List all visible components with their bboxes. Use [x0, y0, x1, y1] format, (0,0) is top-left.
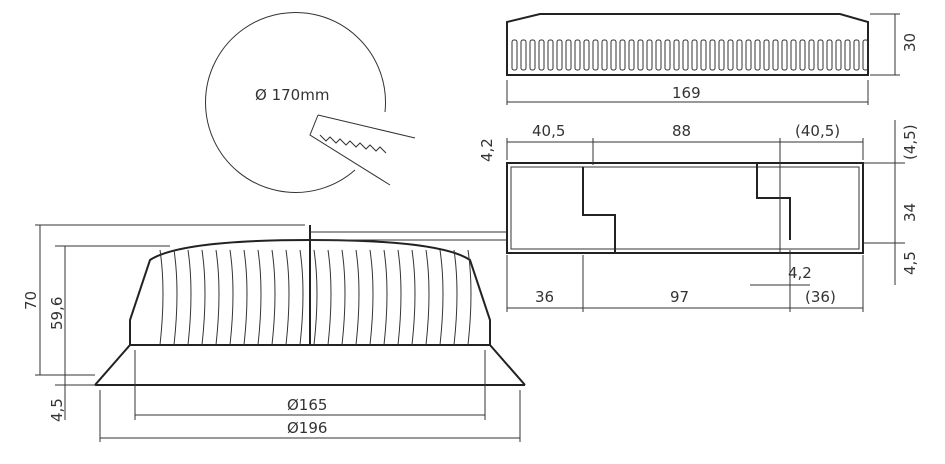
- heatsink-fin: [682, 39, 689, 71]
- heatsink-fin: [610, 39, 617, 71]
- heatsink-rib: [355, 249, 360, 346]
- heatsink-fin: [655, 39, 662, 71]
- heatsink-rib: [173, 249, 178, 346]
- heatsink-fin: [844, 39, 851, 71]
- heatsink-rib: [243, 249, 248, 346]
- cutout-diameter-label: Ø 170mm: [255, 86, 329, 104]
- heatsink-rib: [453, 249, 458, 346]
- heatsink-fin: [565, 39, 572, 71]
- heatsink-fin: [646, 39, 653, 71]
- heatsink-fin: [790, 39, 797, 71]
- heatsink-fin: [628, 39, 635, 71]
- dim-right-mid: 34: [901, 203, 919, 222]
- heatsink-fin: [583, 39, 590, 71]
- heatsink-fin: [547, 39, 554, 71]
- heatsink-fin: [772, 39, 779, 71]
- heatsink-fin: [862, 39, 869, 71]
- dim-height-flange: 4,5: [48, 398, 66, 422]
- dim-diameter-outer: Ø196: [287, 419, 327, 437]
- heatsink-fin: [637, 39, 644, 71]
- dim-top-right: (40,5): [795, 122, 840, 140]
- heatsink-fin: [601, 39, 608, 71]
- heatsink-fin: [574, 39, 581, 71]
- dim-hole: 4,2: [788, 264, 812, 282]
- heatsink-fin: [835, 39, 842, 71]
- heatsink-fin: [619, 39, 626, 71]
- heatsink-rib: [257, 249, 262, 346]
- cutout-circle-detail: Ø 170mm: [205, 12, 416, 193]
- heatsink-rib: [271, 249, 276, 346]
- heatsink-rib: [159, 249, 164, 346]
- heatsink-rib: [215, 249, 220, 346]
- driver-top-view: 40,5 88 (40,5) (4,5) 4,2 34 4,5 36 97 (3…: [478, 120, 919, 312]
- dim-bottom-right: (36): [805, 288, 836, 306]
- dim-bottom-mid: 97: [670, 288, 689, 306]
- dim-bottom-left: 36: [535, 288, 554, 306]
- dim-right-top: (4,5): [901, 124, 919, 160]
- heatsink-fin: [592, 39, 599, 71]
- heatsink-fin: [853, 39, 860, 71]
- dim-top-mid: 88: [672, 122, 691, 140]
- heatsink-fin: [700, 39, 707, 71]
- dim-height-total: 70: [22, 291, 40, 310]
- dim-diameter-cutout: Ø165: [287, 396, 327, 414]
- heatsink-rib: [299, 249, 304, 346]
- heatsink-rib: [229, 249, 234, 346]
- heatsink-fin: [817, 39, 824, 71]
- driver-width-label: 169: [672, 84, 701, 102]
- heatsink-rib: [411, 249, 416, 346]
- heatsink-fin: [736, 39, 743, 71]
- heatsink-fin: [538, 39, 545, 71]
- heatsink-fin: [529, 39, 536, 71]
- heatsink-fin: [556, 39, 563, 71]
- heatsink-rib: [397, 249, 402, 346]
- heatsink-fin: [763, 39, 770, 71]
- heatsink-fin: [808, 39, 815, 71]
- heatsink-fin: [520, 39, 527, 71]
- heatsink-fin: [727, 39, 734, 71]
- heatsink-fin: [709, 39, 716, 71]
- heatsink-rib: [467, 249, 472, 346]
- heatsink-fin: [691, 39, 698, 71]
- heatsink-fin: [826, 39, 833, 71]
- heatsink-rib: [313, 249, 318, 346]
- heatsink-fin: [718, 39, 725, 71]
- heatsink-fin: [754, 39, 761, 71]
- driver-height-label: 30: [901, 33, 919, 52]
- heatsink-rib: [439, 249, 444, 346]
- heatsink-rib: [369, 249, 374, 346]
- dim-top-left: 40,5: [532, 122, 565, 140]
- heatsink-fin: [673, 39, 680, 71]
- heatsink-rib: [425, 249, 430, 346]
- heatsink-rib: [341, 249, 346, 346]
- heatsink-fin: [664, 39, 671, 71]
- heatsink-rib: [285, 249, 290, 346]
- luminaire-side-view: 70 59,6 4,5 Ø165 Ø196: [22, 224, 526, 442]
- heatsink-fin: [745, 39, 752, 71]
- heatsink-rib: [327, 249, 332, 346]
- dim-left-small: 4,2: [478, 138, 496, 162]
- heatsink-fin: [781, 39, 788, 71]
- heatsink-fin: [799, 39, 806, 71]
- heatsink-rib: [201, 249, 206, 346]
- dim-right-bottom: 4,5: [901, 251, 919, 275]
- heatsink-fin: [511, 39, 518, 71]
- heatsink-rib: [383, 249, 388, 346]
- driver-side-view: 169 30: [506, 13, 919, 105]
- heatsink-rib: [187, 249, 192, 346]
- dim-height-body: 59,6: [48, 297, 66, 330]
